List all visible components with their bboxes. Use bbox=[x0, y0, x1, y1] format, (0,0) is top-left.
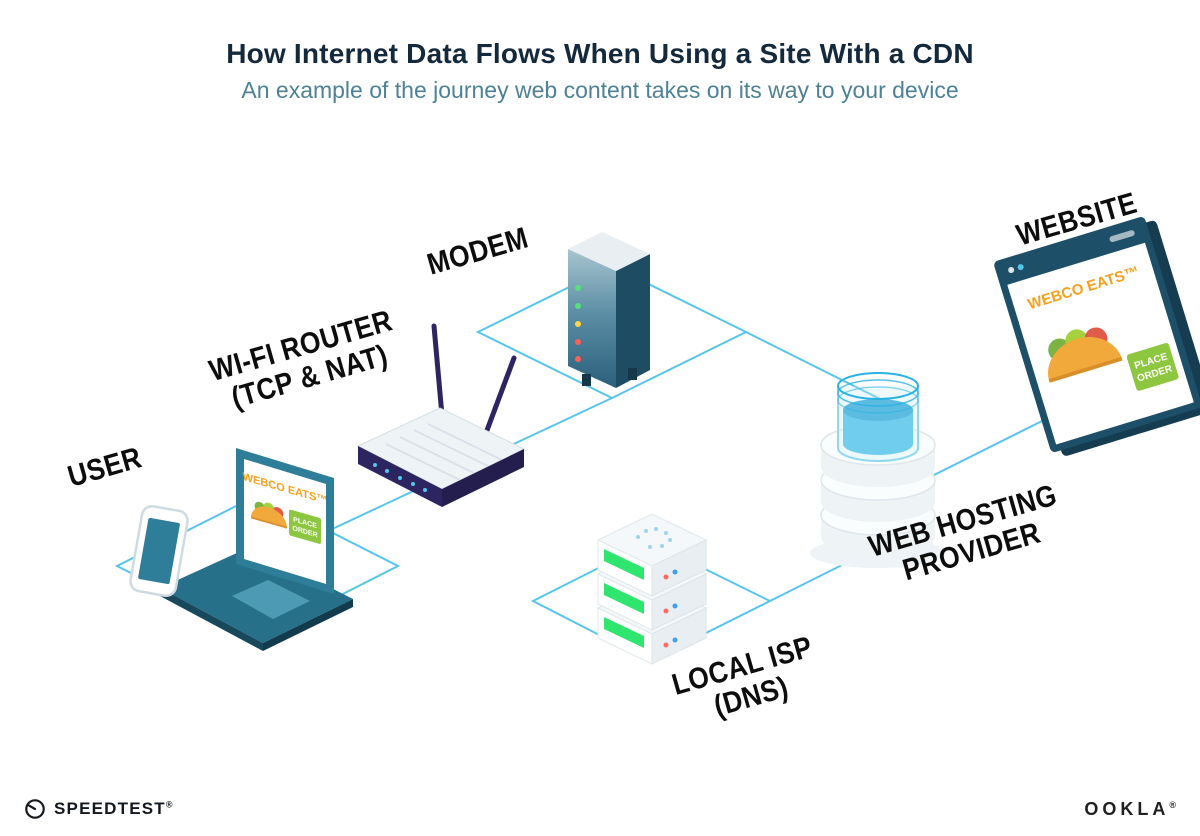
server-led-bar bbox=[604, 617, 644, 648]
laptop-order-button: PLACE ORDER bbox=[289, 509, 321, 544]
router-device bbox=[356, 323, 526, 507]
router-leds bbox=[373, 463, 427, 492]
server-led-bar bbox=[604, 549, 644, 580]
page-title: How Internet Data Flows When Using a Sit… bbox=[226, 38, 974, 69]
speedtest-wordmark: SPEEDTEST® bbox=[54, 799, 173, 818]
router-antenna-right bbox=[480, 355, 517, 444]
page-subtitle: An example of the journey web content ta… bbox=[241, 77, 959, 103]
browser-toolbar bbox=[1008, 230, 1135, 274]
server-unit bbox=[596, 513, 708, 597]
website-browser-window: WEBCO EATS™ PLACE ORDER bbox=[994, 217, 1200, 456]
taco-icon bbox=[1048, 327, 1123, 383]
server-led-bar bbox=[604, 583, 644, 614]
modem-device bbox=[568, 232, 650, 388]
ookla-wordmark: OOKLA bbox=[1084, 799, 1170, 819]
laptop-base-edge bbox=[160, 588, 263, 651]
modem-front bbox=[568, 249, 616, 388]
ookla-logo: OOKLA® bbox=[1084, 799, 1176, 819]
hosting-database-device bbox=[810, 372, 946, 568]
modem-status-leds bbox=[575, 285, 581, 362]
link-hosting-to-website bbox=[927, 416, 1051, 479]
router-front-right bbox=[442, 449, 524, 507]
website-order-button: PLACE ORDER bbox=[1126, 343, 1179, 391]
phone-screen bbox=[138, 518, 180, 584]
laptop-base-edge bbox=[263, 599, 353, 651]
modem-side bbox=[616, 254, 650, 388]
server-fan-dots bbox=[636, 527, 672, 549]
speedtest-logo: SPEEDTEST® bbox=[24, 798, 173, 820]
speedtest-gauge-icon bbox=[25, 799, 45, 819]
db-glass-cylinder bbox=[837, 372, 919, 462]
router-vents bbox=[385, 423, 505, 482]
modem-top bbox=[568, 232, 650, 271]
phone-device bbox=[129, 504, 189, 598]
modem-foot bbox=[582, 374, 591, 386]
modem-foot bbox=[628, 368, 637, 380]
isp-server-device bbox=[596, 513, 708, 665]
laptop-device: WEBCO EATS™ PLACE ORDER bbox=[160, 448, 353, 651]
water bbox=[843, 410, 913, 455]
laptop-trackpad bbox=[232, 580, 310, 619]
taco-icon bbox=[250, 501, 288, 529]
link-isp-to-hosting bbox=[769, 559, 853, 602]
